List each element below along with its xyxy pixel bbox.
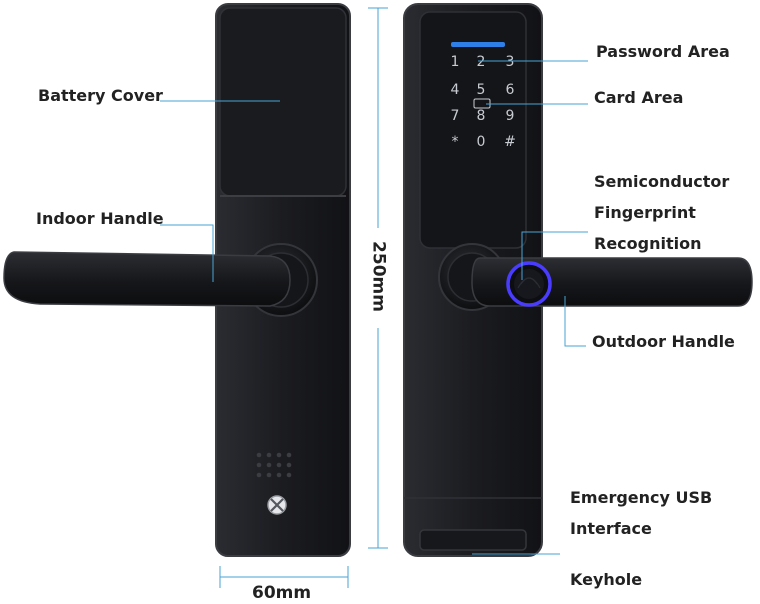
keypad-key-1[interactable]: 1 <box>451 54 460 70</box>
keypad-key-4[interactable]: 4 <box>451 82 460 98</box>
keypad-key-5[interactable]: 5 <box>477 82 486 98</box>
keypad: 1 2 3 4 5 6 7 8 9 * 0 # <box>451 54 516 150</box>
keypad-key-9[interactable]: 9 <box>506 108 515 124</box>
keypad-key-0[interactable]: 0 <box>477 134 486 150</box>
keypad-glass-panel <box>419 11 527 249</box>
keypad-key-6[interactable]: 6 <box>506 82 515 98</box>
indoor-unit <box>3 3 351 557</box>
callout-lines <box>160 60 588 555</box>
label-usb-line1: Emergency USB <box>570 488 713 507</box>
height-dimension <box>368 7 388 549</box>
label-usb-line2: Interface <box>570 519 652 538</box>
label-fingerprint-line1: Semiconductor <box>594 172 730 191</box>
indoor-handle-lever <box>3 251 291 307</box>
label-battery-cover: Battery Cover <box>38 86 163 105</box>
keypad-key-hash[interactable]: # <box>504 134 516 150</box>
outdoor-unit <box>403 3 753 557</box>
keypad-key-8[interactable]: 8 <box>477 108 486 124</box>
screw-icon <box>267 495 287 515</box>
width-dimension <box>219 566 349 588</box>
label-fingerprint-line3: Recognition <box>594 234 702 253</box>
speaker-grille <box>256 452 292 478</box>
keypad-key-3[interactable]: 3 <box>506 54 515 70</box>
keypad-key-2[interactable]: 2 <box>477 54 486 70</box>
label-password-area: Password Area <box>596 42 730 61</box>
battery-cover-panel <box>219 7 347 197</box>
keypad-key-7[interactable]: 7 <box>451 108 460 124</box>
width-dimension-label: 60mm <box>252 583 312 603</box>
label-fingerprint-line2: Fingerprint <box>594 203 696 222</box>
label-outdoor-handle: Outdoor Handle <box>592 332 735 351</box>
fingerprint-sensor-icon <box>506 261 552 307</box>
callout-outdoor-handle <box>564 296 586 347</box>
callout-indoor-handle <box>160 224 214 282</box>
keypad-key-star[interactable]: * <box>452 134 459 150</box>
label-indoor-handle: Indoor Handle <box>36 209 164 228</box>
height-dimension-label: 250mm <box>368 241 389 312</box>
callout-fingerprint <box>521 231 588 280</box>
status-led-bar <box>451 42 505 47</box>
label-keyhole: Keyhole <box>570 570 643 589</box>
usb-keyhole-cap <box>419 529 527 551</box>
label-card-area: Card Area <box>594 88 684 107</box>
